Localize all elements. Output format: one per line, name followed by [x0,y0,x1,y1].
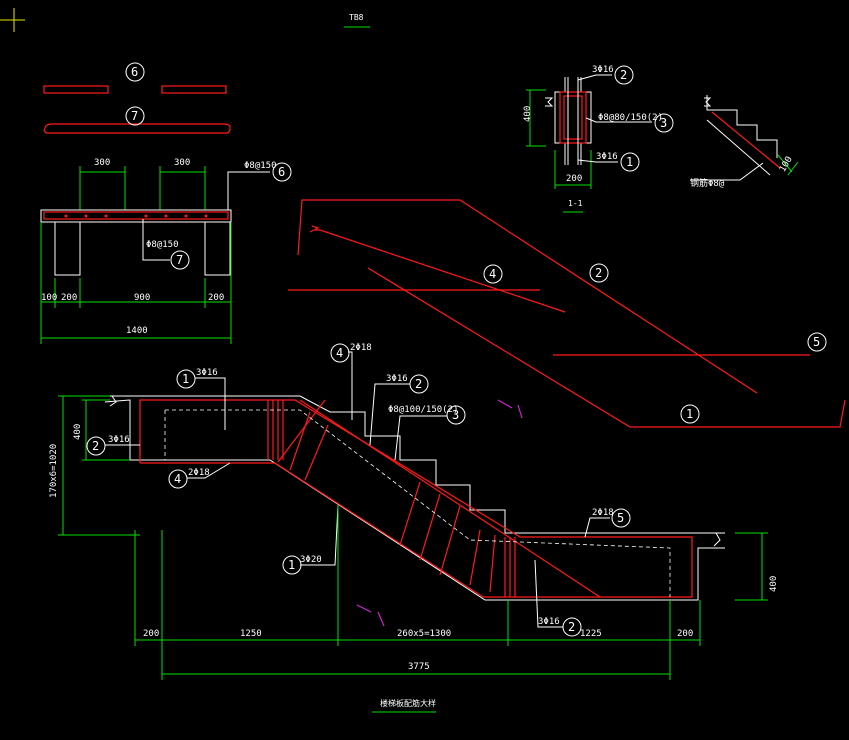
svg-text:1250: 1250 [240,629,262,639]
svg-text:2Φ18: 2Φ18 [188,468,210,478]
svg-text:7: 7 [176,253,183,267]
svg-text:1400: 1400 [126,326,148,336]
svg-text:3Φ20: 3Φ20 [300,555,322,565]
svg-text:1: 1 [686,407,693,421]
elevation-dimensions: 170x6=1020 400 400 200 1250 260x5=1300 1… [49,395,779,680]
svg-text:3775: 3775 [408,662,430,672]
svg-text:2Φ18: 2Φ18 [350,343,372,353]
svg-text:3: 3 [660,116,667,130]
svg-text:2: 2 [415,377,422,391]
svg-text:1225: 1225 [580,629,602,639]
svg-text:Φ8@100/150(2): Φ8@100/150(2) [388,405,458,415]
svg-text:400: 400 [523,106,533,122]
svg-text:2: 2 [595,266,602,280]
svg-text:1: 1 [182,372,189,386]
svg-text:2Φ18: 2Φ18 [592,508,614,518]
svg-text:7: 7 [131,109,138,123]
svg-text:200: 200 [566,174,582,184]
plan-view: 300 300 Φ8@150 6 Φ8@150 7 100 200 900 [40,158,292,344]
svg-text:3Φ16: 3Φ16 [386,374,408,384]
svg-text:1: 1 [626,155,633,169]
svg-text:100: 100 [41,293,57,303]
svg-text:3Φ16: 3Φ16 [592,65,614,75]
svg-text:5: 5 [813,335,820,349]
section-1-1: 400 200 3Φ16 2 Φ8@80/150(2) 3 3Φ16 1 1-1 [523,65,674,213]
svg-text:4: 4 [336,346,343,360]
title-top: TB8 [349,13,364,22]
bar6-legend: 6 [43,62,227,94]
svg-text:1: 1 [288,558,295,572]
section-cut-marks [356,399,523,627]
svg-text:400: 400 [73,424,83,440]
svg-text:200: 200 [208,293,224,303]
svg-text:200: 200 [61,293,77,303]
svg-text:3Φ16: 3Φ16 [108,435,130,445]
bar7-legend: 7 [43,106,231,134]
svg-text:3Φ16: 3Φ16 [596,152,618,162]
svg-text:170x6=1020: 170x6=1020 [49,444,59,498]
svg-text:3: 3 [452,408,459,422]
svg-text:2: 2 [568,620,575,634]
svg-text:4: 4 [174,472,181,486]
svg-text:6: 6 [278,165,285,179]
corner-marker [0,8,25,32]
svg-text:3Φ16: 3Φ16 [538,617,560,627]
svg-text:200: 200 [677,629,693,639]
svg-text:3Φ16: 3Φ16 [196,368,218,378]
bar-shapes: 2 4 5 1 [288,199,846,428]
svg-text:900: 900 [134,293,150,303]
svg-text:300: 300 [174,158,190,168]
detail-view: 100 钢筋Φ8@ [690,95,799,189]
svg-text:钢筋Φ8@: 钢筋Φ8@ [690,177,725,189]
svg-text:260x5=1300: 260x5=1300 [397,629,451,639]
svg-text:Φ8@80/150(2): Φ8@80/150(2) [598,113,663,123]
svg-text:Φ8@150: Φ8@150 [146,240,179,250]
svg-text:6: 6 [131,65,138,79]
stair-elevation: 1 3Φ16 2 3Φ16 4 2Φ18 4 2Φ18 2 3Φ16 3 Φ8@… [86,343,725,637]
svg-text:Φ8@150: Φ8@150 [244,161,277,171]
svg-text:4: 4 [489,267,496,281]
svg-text:400: 400 [769,576,779,592]
svg-text:2: 2 [620,68,627,82]
title-bottom: 楼梯板配筋大样 [380,698,436,708]
svg-text:5: 5 [617,511,624,525]
svg-text:200: 200 [143,629,159,639]
svg-text:300: 300 [94,158,110,168]
svg-text:2: 2 [92,439,99,453]
svg-text:1-1: 1-1 [568,199,583,208]
